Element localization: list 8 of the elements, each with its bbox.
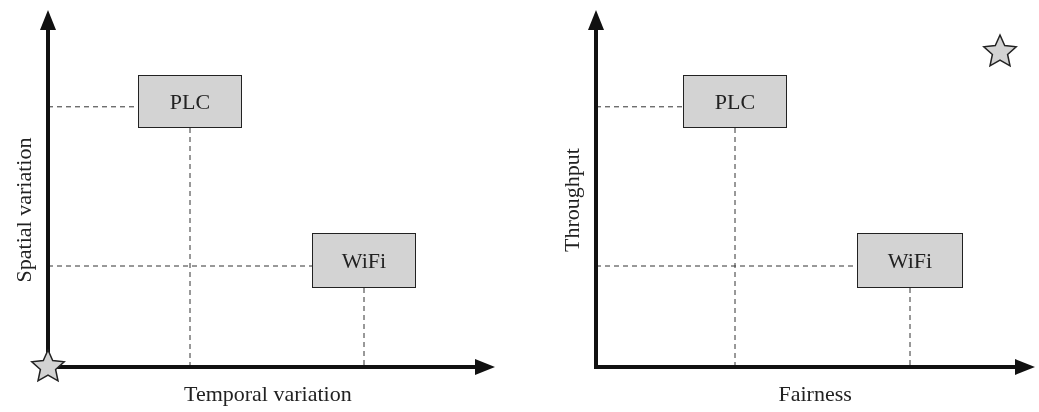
label-box: PLC <box>138 75 242 128</box>
label-box: WiFi <box>312 233 416 288</box>
axis-title: Spatial variation <box>10 137 37 283</box>
label-box: PLC <box>683 75 787 128</box>
axis-title: Fairness <box>778 381 852 407</box>
axis-title: Temporal variation <box>184 381 352 407</box>
label-box: WiFi <box>857 233 963 288</box>
axis-title: Throughput <box>558 148 585 252</box>
